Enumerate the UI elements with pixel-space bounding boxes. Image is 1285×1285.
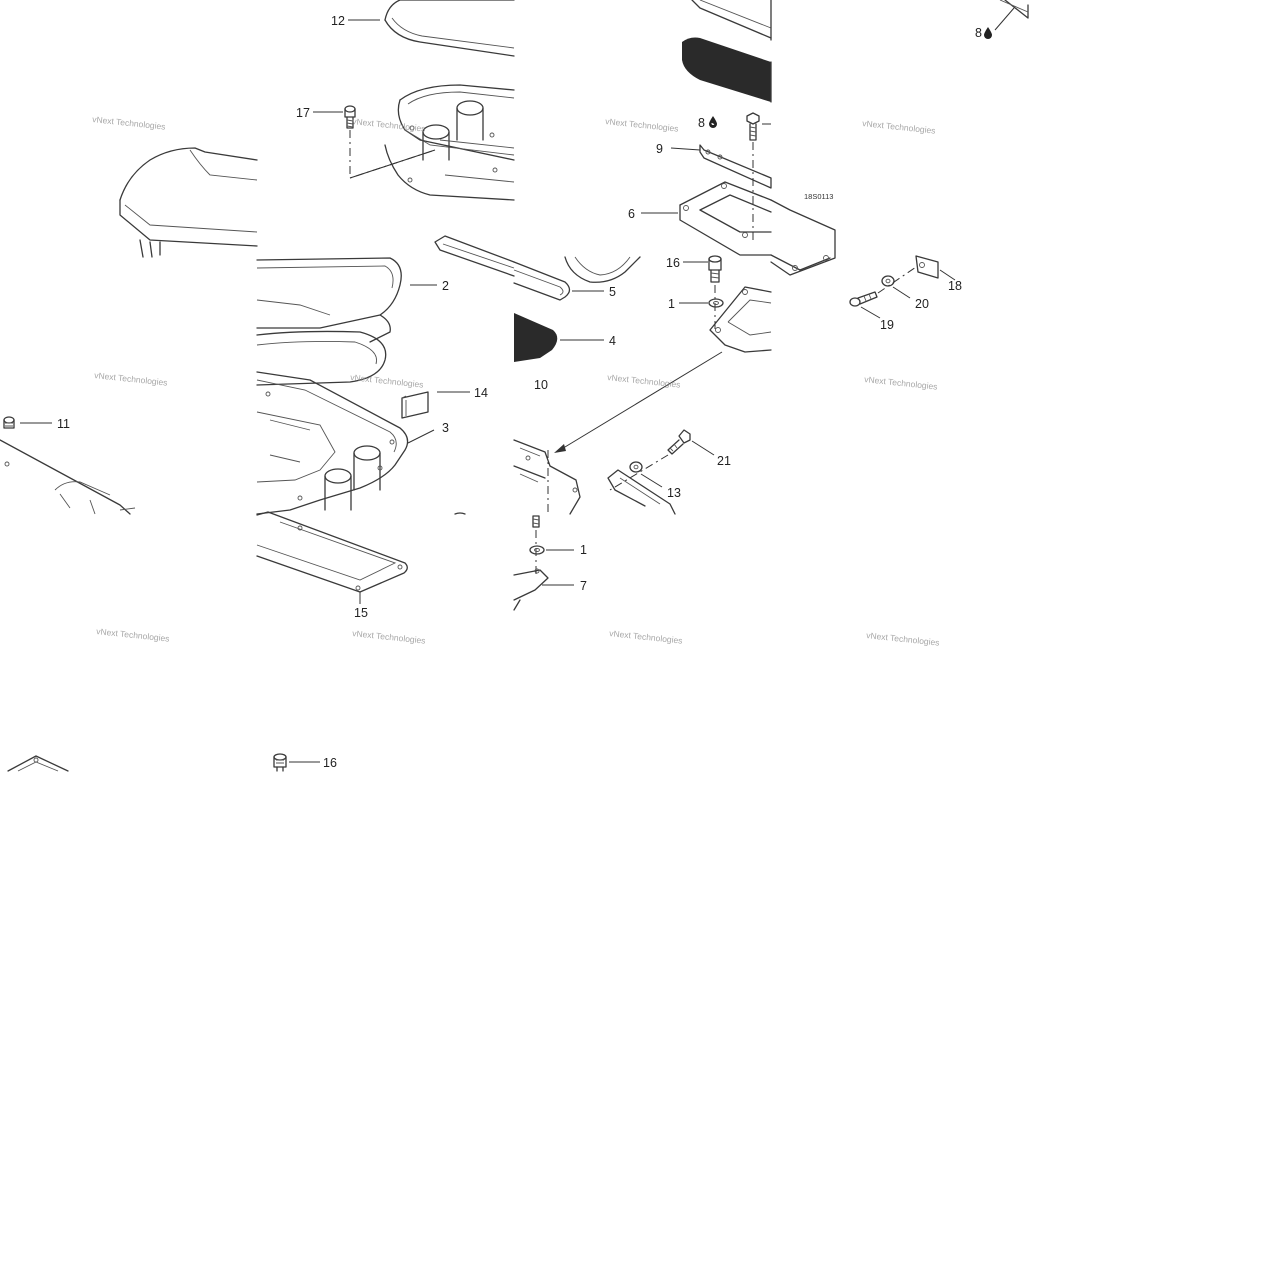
watermark: vNext Technologies: [352, 628, 426, 646]
oil-drop-icon: [984, 27, 992, 39]
washer-20: [881, 275, 895, 287]
callout-17: 17: [296, 106, 310, 120]
bracket-18: [915, 255, 939, 279]
tile-top-right: [770, 0, 1029, 276]
washer-1-lower: [529, 545, 545, 555]
washer-13: [629, 461, 643, 473]
washer-1-upper: [708, 298, 724, 308]
tile-fasteners: [849, 255, 939, 307]
callout-15: 15: [354, 606, 368, 620]
watermark: vNext Technologies: [92, 114, 166, 132]
tile-gasket-mesh: [513, 255, 772, 515]
tile-cover-side: [119, 147, 258, 258]
callout-9: 9: [656, 142, 663, 156]
callout-7: 7: [580, 579, 587, 593]
callout-8: 8: [698, 116, 705, 130]
callout-labels: 12 17 8 9 6 8 2 5 4 10 14 3 16 1 18 20 1…: [57, 14, 982, 770]
tile-cover-base: [256, 235, 515, 515]
tile-adaptor-6: [679, 0, 772, 256]
callout-2: 2: [442, 279, 449, 293]
callout-3: 3: [442, 421, 449, 435]
fitting-11: [3, 416, 15, 429]
callout-20: 20: [915, 297, 929, 311]
pin-lower: [532, 515, 540, 528]
callout-13: 13: [667, 486, 681, 500]
watermark: vNext Technologies: [350, 372, 424, 390]
callout-6: 6: [628, 207, 635, 221]
watermark: vNext Technologies: [864, 374, 938, 392]
callout-10: 10: [534, 378, 548, 392]
callout-4: 4: [609, 334, 616, 348]
tile-gasket-15: [256, 511, 466, 772]
watermark: vNext Technologies: [866, 630, 940, 648]
callout-1: 1: [668, 297, 675, 311]
callout-21: 21: [717, 454, 731, 468]
callout-19: 19: [880, 318, 894, 332]
reference-code: 18S0113: [804, 192, 833, 201]
watermark: vNext Technologies: [862, 118, 936, 136]
tile-bottom-left: [7, 755, 69, 772]
watermark: vNext Technologies: [609, 628, 683, 646]
screw-16-lower: [273, 753, 287, 772]
callout-8: 8: [975, 26, 982, 40]
tile-cover-top: [344, 0, 515, 201]
callout-11: 11: [57, 417, 70, 431]
watermark: vNext Technologies: [352, 116, 426, 134]
screw-19: [849, 291, 878, 307]
callout-5: 5: [609, 285, 616, 299]
watermark: vNext Technologies: [94, 370, 168, 388]
watermark: vNext Technologies: [607, 372, 681, 390]
oil-drop-icon: [709, 116, 717, 128]
callout-18: 18: [948, 279, 962, 293]
screw-21: [667, 429, 691, 455]
tile-plate-7: [513, 515, 549, 611]
watermark: vNext Technologies: [96, 626, 170, 644]
clip-14: [401, 391, 429, 419]
screw-17: [344, 105, 356, 129]
callout-leaders: [20, 19, 956, 763]
watermark: vNext Technologies: [605, 116, 679, 134]
callout-14: 14: [474, 386, 488, 400]
callout-1: 1: [580, 543, 587, 557]
callout-12: 12: [331, 14, 345, 28]
screw-16-upper: [708, 255, 722, 283]
callout-16: 16: [323, 756, 337, 770]
tile-duct: [0, 416, 136, 515]
long-screw-right: [746, 112, 760, 141]
callout-16: 16: [666, 256, 680, 270]
